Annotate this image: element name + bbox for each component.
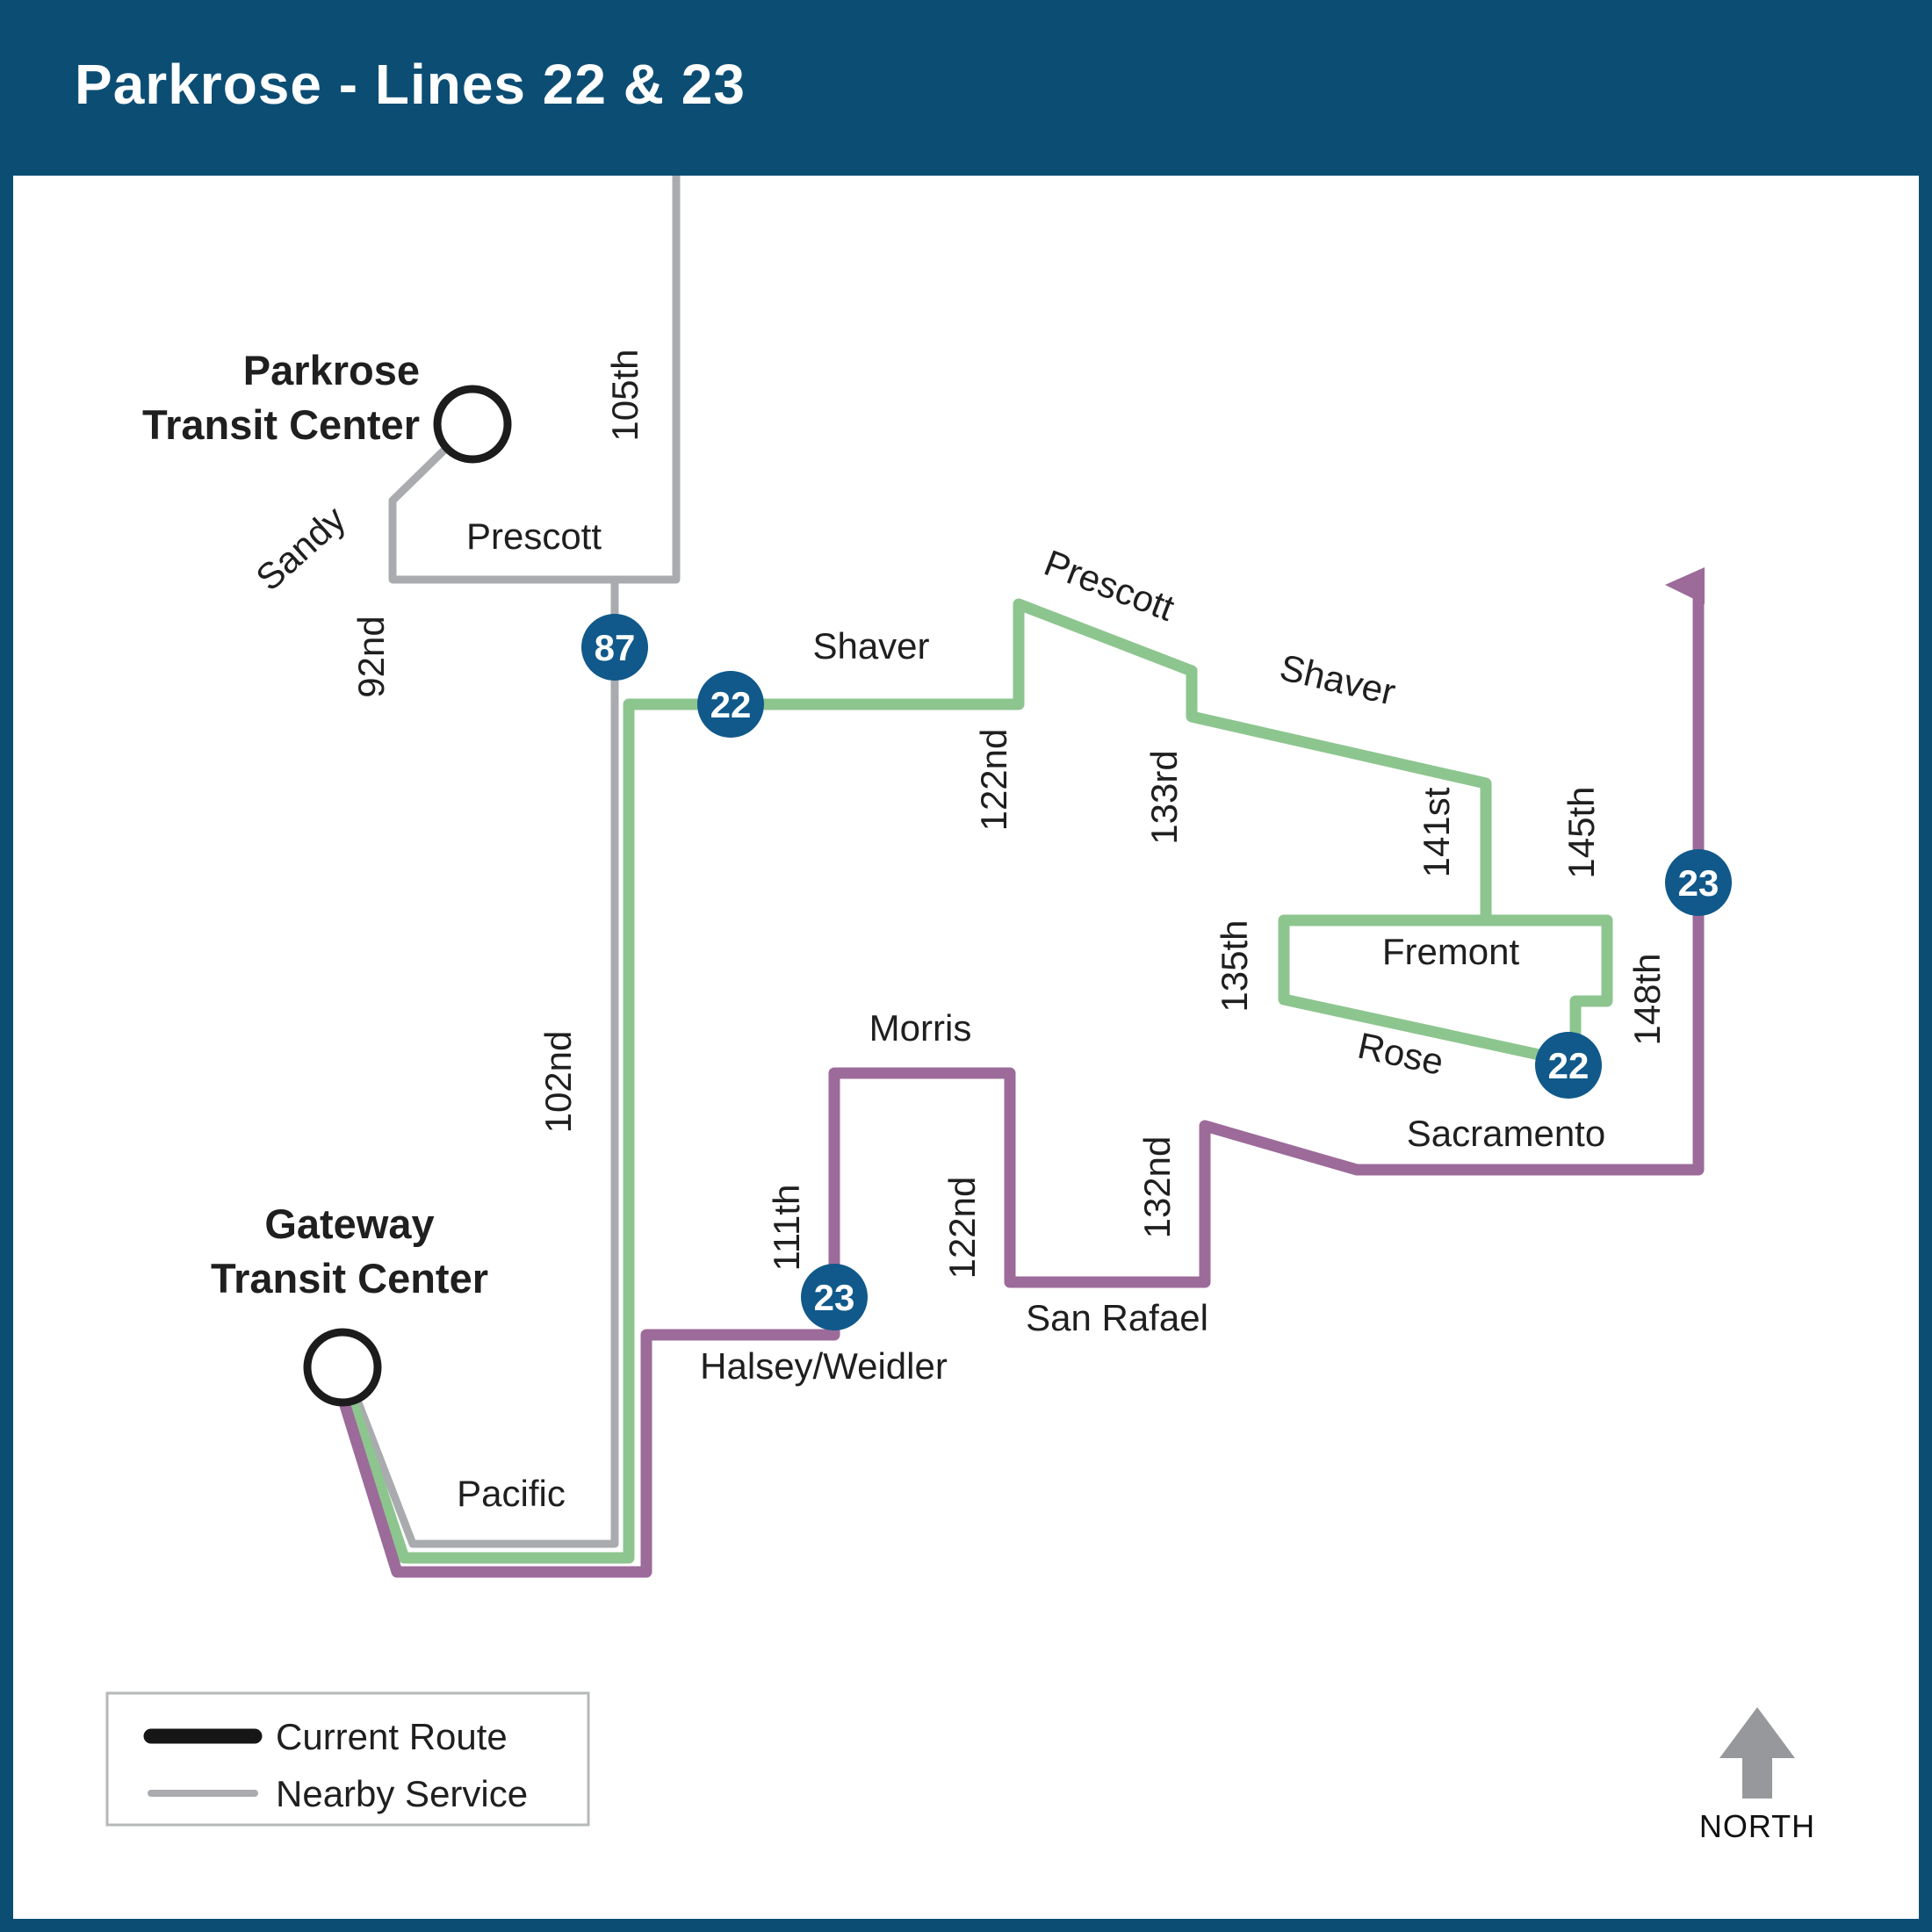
nearby-route-102nd-pacific — [343, 580, 619, 1548]
street-label-122nd-north: 122nd — [973, 729, 1014, 832]
legend-nearby-service-label: Nearby Service — [276, 1773, 528, 1814]
gateway-transit-center-marker — [303, 1328, 382, 1407]
street-label-fremont: Fremont — [1382, 931, 1520, 972]
gateway-transit-center-label-line2: Transit Center — [211, 1255, 488, 1301]
parkrose-transit-center-label-line2: Transit Center — [142, 401, 420, 448]
route-badge-23-south-circle — [801, 1264, 868, 1330]
street-label-halsey-weidler: Halsey/Weidler — [700, 1345, 948, 1387]
legend-current-route-label: Current Route — [276, 1716, 508, 1757]
route-badge-22-west-label: 22 — [710, 684, 752, 725]
street-label-sacramento: Sacramento — [1407, 1113, 1605, 1154]
route-badge-22-west: 22 — [697, 671, 764, 738]
street-label-148th: 148th — [1626, 953, 1668, 1045]
map-title: Parkrose - Lines 22 & 23 — [75, 53, 746, 116]
parkrose-transit-center-marker — [433, 385, 512, 464]
street-label-prescott-west: Prescott — [466, 515, 602, 557]
route-badge-22-west-circle — [697, 671, 764, 738]
line-23-terminus-arrow-icon — [1665, 567, 1705, 604]
north-indicator: NORTH — [1699, 1707, 1815, 1844]
route-badge-87-label: 87 — [595, 627, 636, 668]
street-label-105th: 105th — [604, 349, 645, 441]
street-label-135th: 135th — [1214, 919, 1255, 1012]
route-badge-22-east-circle — [1535, 1032, 1602, 1099]
street-label-145th: 145th — [1561, 786, 1602, 878]
street-label-pacific: Pacific — [457, 1473, 566, 1514]
map-background — [13, 176, 1919, 1919]
north-arrow-icon — [1719, 1707, 1795, 1758]
street-label-132nd: 132nd — [1136, 1136, 1178, 1239]
legend: Current Route Nearby Service — [105, 1691, 590, 1827]
route-badge-87-circle — [581, 614, 648, 681]
street-label-san-rafael: San Rafael — [1026, 1297, 1208, 1338]
street-label-shaver-west: Shaver — [812, 625, 929, 667]
line-23-route-path — [333, 581, 1705, 1578]
north-label: NORTH — [1699, 1808, 1815, 1844]
street-label-92nd: 92nd — [350, 616, 392, 697]
route-badge-23-south-label: 23 — [814, 1277, 855, 1318]
line-22-route-path — [338, 598, 1613, 1564]
street-label-111th: 111th — [766, 1185, 807, 1272]
route-badge-23-north: 23 — [1665, 849, 1732, 916]
parkrose-transit-center-label-line1: Parkrose — [243, 347, 420, 393]
route-badge-23-south: 23 — [801, 1264, 868, 1330]
route-badge-87: 87 — [581, 614, 648, 681]
nearby-route-105th-prescott-sandy — [388, 176, 681, 584]
street-label-133rd: 133rd — [1143, 750, 1185, 844]
legend-box — [105, 1691, 590, 1827]
route-badge-22-east-label: 22 — [1548, 1045, 1590, 1086]
street-label-122nd-south: 122nd — [941, 1177, 983, 1280]
route-badge-23-north-label: 23 — [1678, 862, 1719, 904]
route-badge-22-east: 22 — [1535, 1032, 1602, 1099]
route-badge-23-north-circle — [1665, 849, 1732, 916]
north-arrow-shaft — [1742, 1756, 1772, 1799]
gateway-transit-center-label-line1: Gateway — [264, 1200, 434, 1247]
street-label-141st: 141st — [1416, 787, 1457, 877]
street-label-102nd: 102nd — [537, 1031, 579, 1134]
street-label-morris: Morris — [869, 1007, 972, 1049]
